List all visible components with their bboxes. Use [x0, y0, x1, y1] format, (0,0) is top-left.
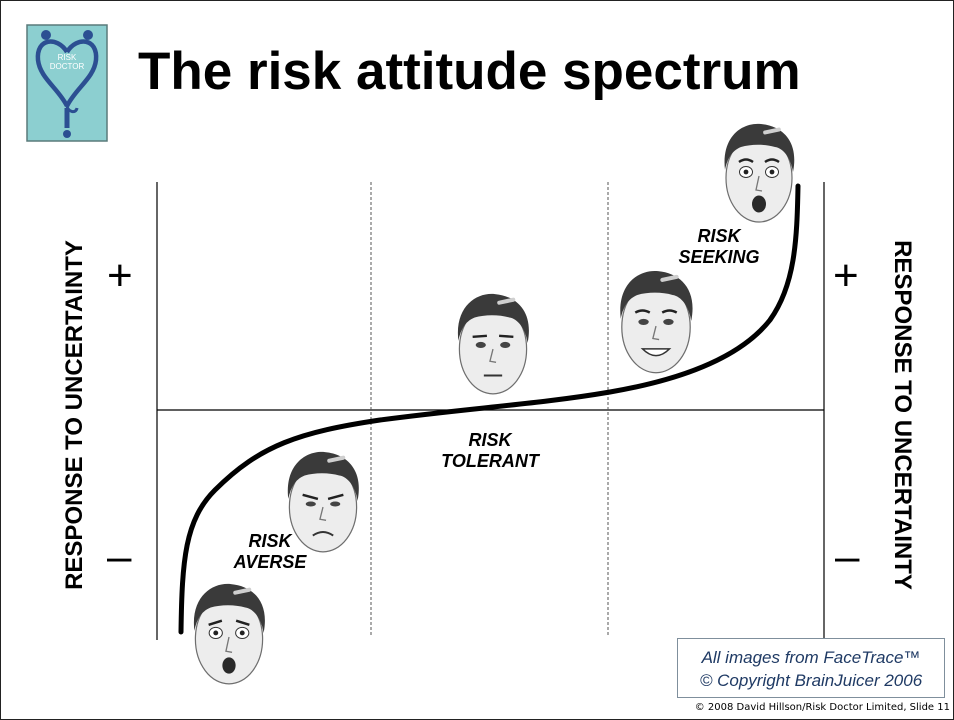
risk-doctor-logo: RISK DOCTOR	[26, 24, 108, 142]
slide-footer: © 2008 David Hillson/Risk Doctor Limited…	[694, 702, 950, 713]
risk-tolerant-line2: TOLERANT	[441, 451, 539, 471]
shocked-face-averse	[193, 583, 265, 685]
risk-averse-line1: RISK	[248, 531, 292, 551]
smiling-face-seeking	[620, 270, 693, 374]
minus-sign-right: –	[835, 532, 860, 581]
risk-seeking-label: RISK SEEKING	[664, 226, 774, 268]
risk-seeking-line2: SEEKING	[678, 247, 760, 267]
minus-sign-left: –	[107, 532, 132, 581]
risk-tolerant-line1: RISK	[468, 430, 512, 450]
image-credit-box: All images from FaceTrace™ © Copyright B…	[677, 638, 945, 698]
credit-line2: © Copyright BrainJuicer 2006	[699, 671, 923, 690]
credit-line1: All images from FaceTrace™	[701, 648, 921, 667]
risk-attitude-curve	[178, 183, 801, 635]
logo-text-line2: DOCTOR	[50, 62, 85, 71]
y-axis-label-left: RESPONSE TO UNCERTAINTY	[61, 240, 88, 590]
y-axis-label-right: RESPONSE TO UNCERTAINTY	[889, 240, 916, 590]
plus-sign-right: +	[833, 251, 859, 300]
risk-averse-label: RISK AVERSE	[225, 531, 315, 573]
plus-sign-left: +	[107, 251, 133, 300]
logo-text-line1: RISK	[58, 53, 77, 62]
neutral-face-tolerant	[457, 293, 529, 395]
risk-seeking-line1: RISK	[697, 226, 741, 246]
shocked-face-seeking	[724, 123, 795, 223]
risk-averse-line2: AVERSE	[233, 552, 307, 572]
risk-tolerant-label: RISK TOLERANT	[420, 430, 560, 472]
frowning-face-averse	[287, 451, 359, 553]
slide-title: The risk attitude spectrum	[138, 42, 801, 101]
